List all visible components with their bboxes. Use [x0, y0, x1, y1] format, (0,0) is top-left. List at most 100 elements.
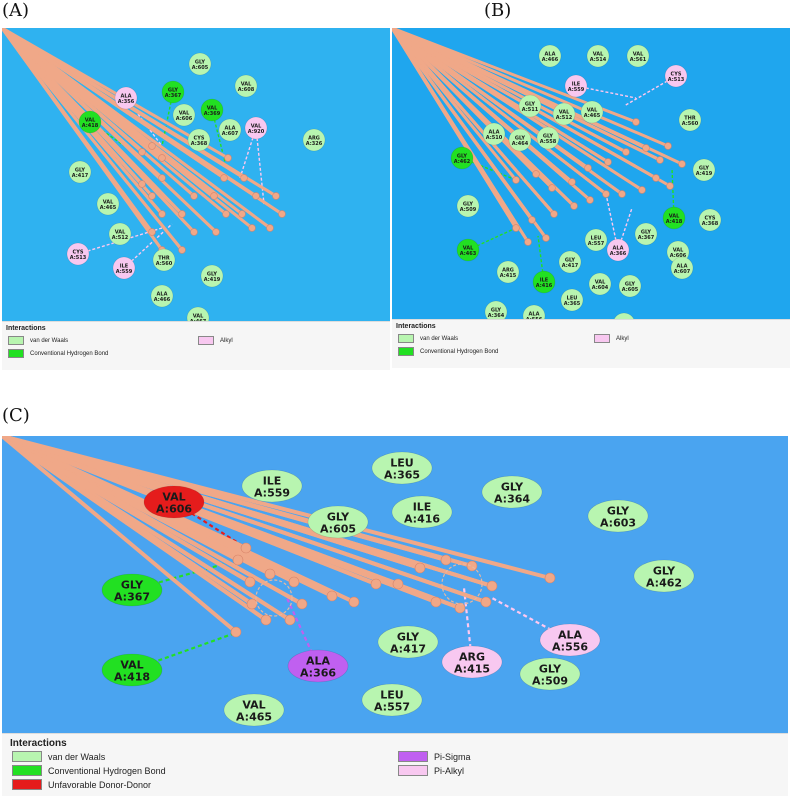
- ligand-atom: [178, 246, 186, 254]
- legend-title: Interactions: [10, 738, 67, 749]
- residue-name: ALA: [558, 628, 583, 641]
- residue-disc: [692, 158, 716, 182]
- residue-name: ALA: [121, 93, 132, 99]
- residue-disc: [161, 80, 185, 104]
- residue-disc: [244, 116, 268, 140]
- residue-number: A:368: [191, 141, 208, 147]
- interaction-line: [131, 630, 239, 672]
- legend-item-hbond: Conventional Hydrogen Bond: [398, 347, 498, 356]
- residue-disc: [698, 208, 722, 232]
- residue-name: LEU: [380, 688, 403, 701]
- residue-name: VAL: [587, 107, 598, 113]
- residue-number: A:368: [702, 221, 719, 227]
- legend-item-pi-sigma: Pi-Sigma: [398, 751, 471, 762]
- residue-disc: [200, 98, 224, 122]
- ligand-atom: [550, 210, 558, 218]
- legend-item-pi-alkyl: Pi-Alkyl: [398, 765, 464, 776]
- ligand-bond: [392, 28, 530, 244]
- ligand-bond: [2, 28, 184, 252]
- ligand-atom: [230, 626, 242, 638]
- residue-number: A:416: [404, 512, 440, 525]
- residue-disc: [580, 100, 604, 124]
- ligand-atom: [430, 596, 442, 608]
- residue-number: A:606: [670, 253, 687, 259]
- residue-name: GLY: [625, 281, 636, 287]
- residue-name: VAL: [115, 229, 126, 235]
- ligand-bond: [392, 28, 556, 216]
- legend-label: Conventional Hydrogen Bond: [420, 348, 499, 355]
- ligand-atom: [190, 228, 198, 236]
- panel-c-legend: Interactions van der Waals Conventional …: [2, 733, 788, 796]
- legend-label: van der Waals: [30, 337, 69, 344]
- residue-disc: [482, 122, 506, 146]
- residue-name: GLY: [653, 564, 676, 577]
- residue-number: A:557: [374, 700, 410, 713]
- legend-swatch: [398, 347, 414, 356]
- ligand-atom: [348, 596, 360, 608]
- aromatic-ring: [441, 563, 483, 605]
- ligand-atom: [584, 164, 592, 172]
- legend-item-alkyl: Alkyl: [594, 334, 629, 343]
- residue-number: A:920: [248, 129, 265, 135]
- residue-disc: [456, 238, 480, 262]
- ligand-atom: [138, 148, 146, 156]
- residue-name: VAL: [463, 245, 474, 251]
- ligand-atom: [414, 562, 426, 574]
- ligand-atom: [656, 156, 664, 164]
- residue-number: A:418: [114, 670, 150, 683]
- residue-name: VAL: [241, 81, 252, 87]
- residue-disc: [606, 238, 630, 262]
- residue-number: A:463: [460, 251, 477, 257]
- residue-name: GLY: [121, 578, 144, 591]
- ligand-atom: [158, 174, 166, 182]
- residue-number: A:560: [682, 121, 699, 127]
- residue-number: A:415: [500, 273, 517, 279]
- residue-disc: [518, 94, 542, 118]
- residue-disc: [187, 128, 211, 152]
- residue-number: A:465: [100, 205, 117, 211]
- residue-number: A:466: [542, 57, 559, 63]
- residue-number: A:367: [114, 590, 150, 603]
- legend-swatch: [398, 765, 428, 776]
- residue-number: A:559: [116, 269, 133, 275]
- residue-number: A:607: [222, 131, 239, 137]
- residue-nodes: ALAA:466VALA:514VALA:561ILEA:559CYSA:513…: [450, 44, 722, 336]
- ligand-atom: [220, 174, 228, 182]
- residue-name: THR: [158, 255, 170, 261]
- ligand-bond: [392, 28, 670, 148]
- residue-number: A:416: [536, 283, 553, 289]
- panel-b-label: (B): [484, 0, 512, 21]
- ligand-bond: [392, 28, 574, 184]
- ligand-atom: [678, 160, 686, 168]
- ligand-atom: [622, 148, 630, 156]
- residue-name: CYS: [671, 71, 682, 77]
- ligand-atom: [272, 192, 280, 200]
- ligand-atom: [266, 224, 274, 232]
- panel-a-legend: Interactions van der Waals Conventional …: [2, 321, 390, 370]
- residue-name: THR: [684, 115, 696, 121]
- residue-disc: [377, 625, 439, 659]
- residue-disc: [223, 693, 285, 727]
- ligand-atom: [148, 192, 156, 200]
- ligand-atom: [652, 174, 660, 182]
- residue-number: A:364: [488, 313, 505, 319]
- residue-name: ALA: [545, 51, 556, 57]
- residue-name: GLY: [168, 87, 179, 93]
- residue-name: VAL: [593, 51, 604, 57]
- ligand-atom: [524, 238, 532, 246]
- residue-name: VAL: [120, 658, 143, 671]
- residue-number: A:558: [540, 139, 557, 145]
- residue-disc: [508, 128, 532, 152]
- ligand-bond: [2, 436, 488, 604]
- residue-number: A:512: [112, 235, 129, 241]
